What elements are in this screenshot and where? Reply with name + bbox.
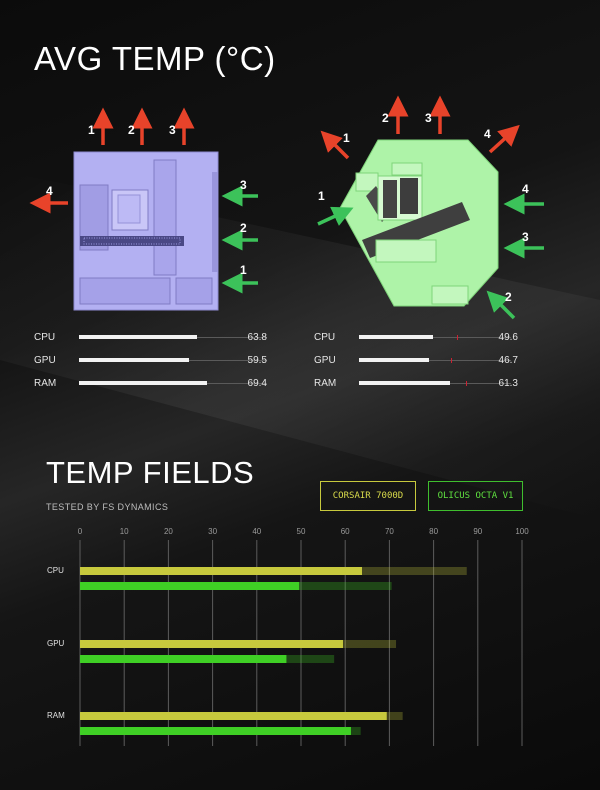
- right-intake-label-2: 2: [505, 290, 512, 304]
- x-tick-label-20: 20: [164, 527, 173, 536]
- right-stat-marker-ram: [466, 381, 467, 386]
- x-tick-label-100: 100: [515, 527, 529, 536]
- right-stat-label-gpu: GPU: [314, 355, 336, 366]
- category-label-cpu: CPU: [47, 566, 64, 575]
- left-intake-label-1: 1: [240, 263, 247, 277]
- left-stat-bar-gpu: [79, 358, 189, 362]
- right-exhaust-label-3: 3: [425, 111, 432, 125]
- right-stat-track-cpu: [359, 337, 511, 338]
- left-exhaust-label-2: 2: [128, 123, 135, 137]
- right-stat-marker-cpu: [457, 335, 458, 340]
- left-case-diagram: [73, 151, 219, 311]
- right-stat-value-cpu: 49.6: [498, 332, 518, 343]
- right-stat-bar-gpu: [359, 358, 429, 362]
- legend-olicus-octa-v1: OLICUS OCTA V1: [428, 481, 523, 511]
- x-tick-label-60: 60: [341, 527, 350, 536]
- right-stat-bar-ram: [359, 381, 451, 385]
- right-exhaust-label-1: 1: [343, 131, 350, 145]
- right-intake-label-1: 1: [318, 189, 325, 203]
- left-stat-bar-ram: [79, 381, 207, 385]
- right-stat-value-ram: 61.3: [498, 378, 518, 389]
- left-stat-value-ram: 69.4: [247, 378, 267, 389]
- x-tick-label-50: 50: [297, 527, 306, 536]
- bar-corsair-7000d-ram: [80, 712, 387, 720]
- x-tick-label-40: 40: [252, 527, 261, 536]
- right-intake-label-4: 4: [522, 182, 529, 196]
- x-tick-label-30: 30: [208, 527, 217, 536]
- left-stat-bar-cpu: [79, 335, 197, 339]
- bar-corsair-7000d-cpu: [80, 567, 362, 575]
- right-stat-value-gpu: 46.7: [498, 355, 518, 366]
- category-label-ram: RAM: [47, 711, 65, 720]
- left-stat-value-cpu: 63.8: [247, 332, 267, 343]
- bar-olicus-octa-v1-cpu: [80, 582, 300, 590]
- page-title: AVG TEMP (°C): [34, 40, 276, 77]
- left-exhaust-label-3: 3: [169, 123, 176, 137]
- left-stat-label-gpu: GPU: [34, 355, 56, 366]
- x-tick-label-80: 80: [429, 527, 438, 536]
- left-stat-value-gpu: 59.5: [247, 355, 267, 366]
- x-tick-label-0: 0: [78, 527, 83, 536]
- right-stat-label-cpu: CPU: [314, 332, 336, 343]
- bar-olicus-octa-v1-ram: [80, 727, 351, 735]
- left-intake-label-2: 2: [240, 221, 247, 235]
- right-intake-label-3: 3: [522, 230, 529, 244]
- x-tick-label-10: 10: [120, 527, 129, 536]
- left-intake-arrows: [221, 185, 258, 294]
- left-stat-label-cpu: CPU: [34, 332, 56, 343]
- left-stat-label-ram: RAM: [34, 378, 57, 389]
- airflow-diagrams: 1 2 3 4 3 2 1 1 2 3 4 1 4 3 2: [29, 95, 544, 320]
- right-exhaust-arrows: [320, 95, 520, 160]
- right-stat-marker-gpu: [451, 358, 452, 363]
- right-exhaust-label-2: 2: [382, 111, 389, 125]
- x-tick-label-90: 90: [473, 527, 482, 536]
- right-stat-bar-cpu: [359, 335, 433, 339]
- left-intake-label-3: 3: [240, 178, 247, 192]
- section-subtitle: TESTED BY FS DYNAMICS: [46, 502, 169, 512]
- left-exhaust-label-1: 1: [88, 123, 95, 137]
- right-stat-label-ram: RAM: [314, 378, 337, 389]
- left-exhaust-label-4: 4: [46, 184, 53, 198]
- category-label-gpu: GPU: [47, 639, 65, 648]
- right-case-diagram: [339, 139, 499, 307]
- x-tick-label-70: 70: [385, 527, 394, 536]
- section-title: TEMP FIELDS: [46, 455, 255, 490]
- bar-olicus-octa-v1-gpu: [80, 655, 287, 663]
- right-intake-arrows: [317, 193, 544, 320]
- legend-corsair-7000d: CORSAIR 7000D: [320, 481, 416, 511]
- left-exhaust-arrows: [29, 107, 195, 214]
- right-exhaust-label-4: 4: [484, 127, 491, 141]
- bar-corsair-7000d-gpu: [80, 640, 343, 648]
- right-stat-track-gpu: [359, 360, 511, 361]
